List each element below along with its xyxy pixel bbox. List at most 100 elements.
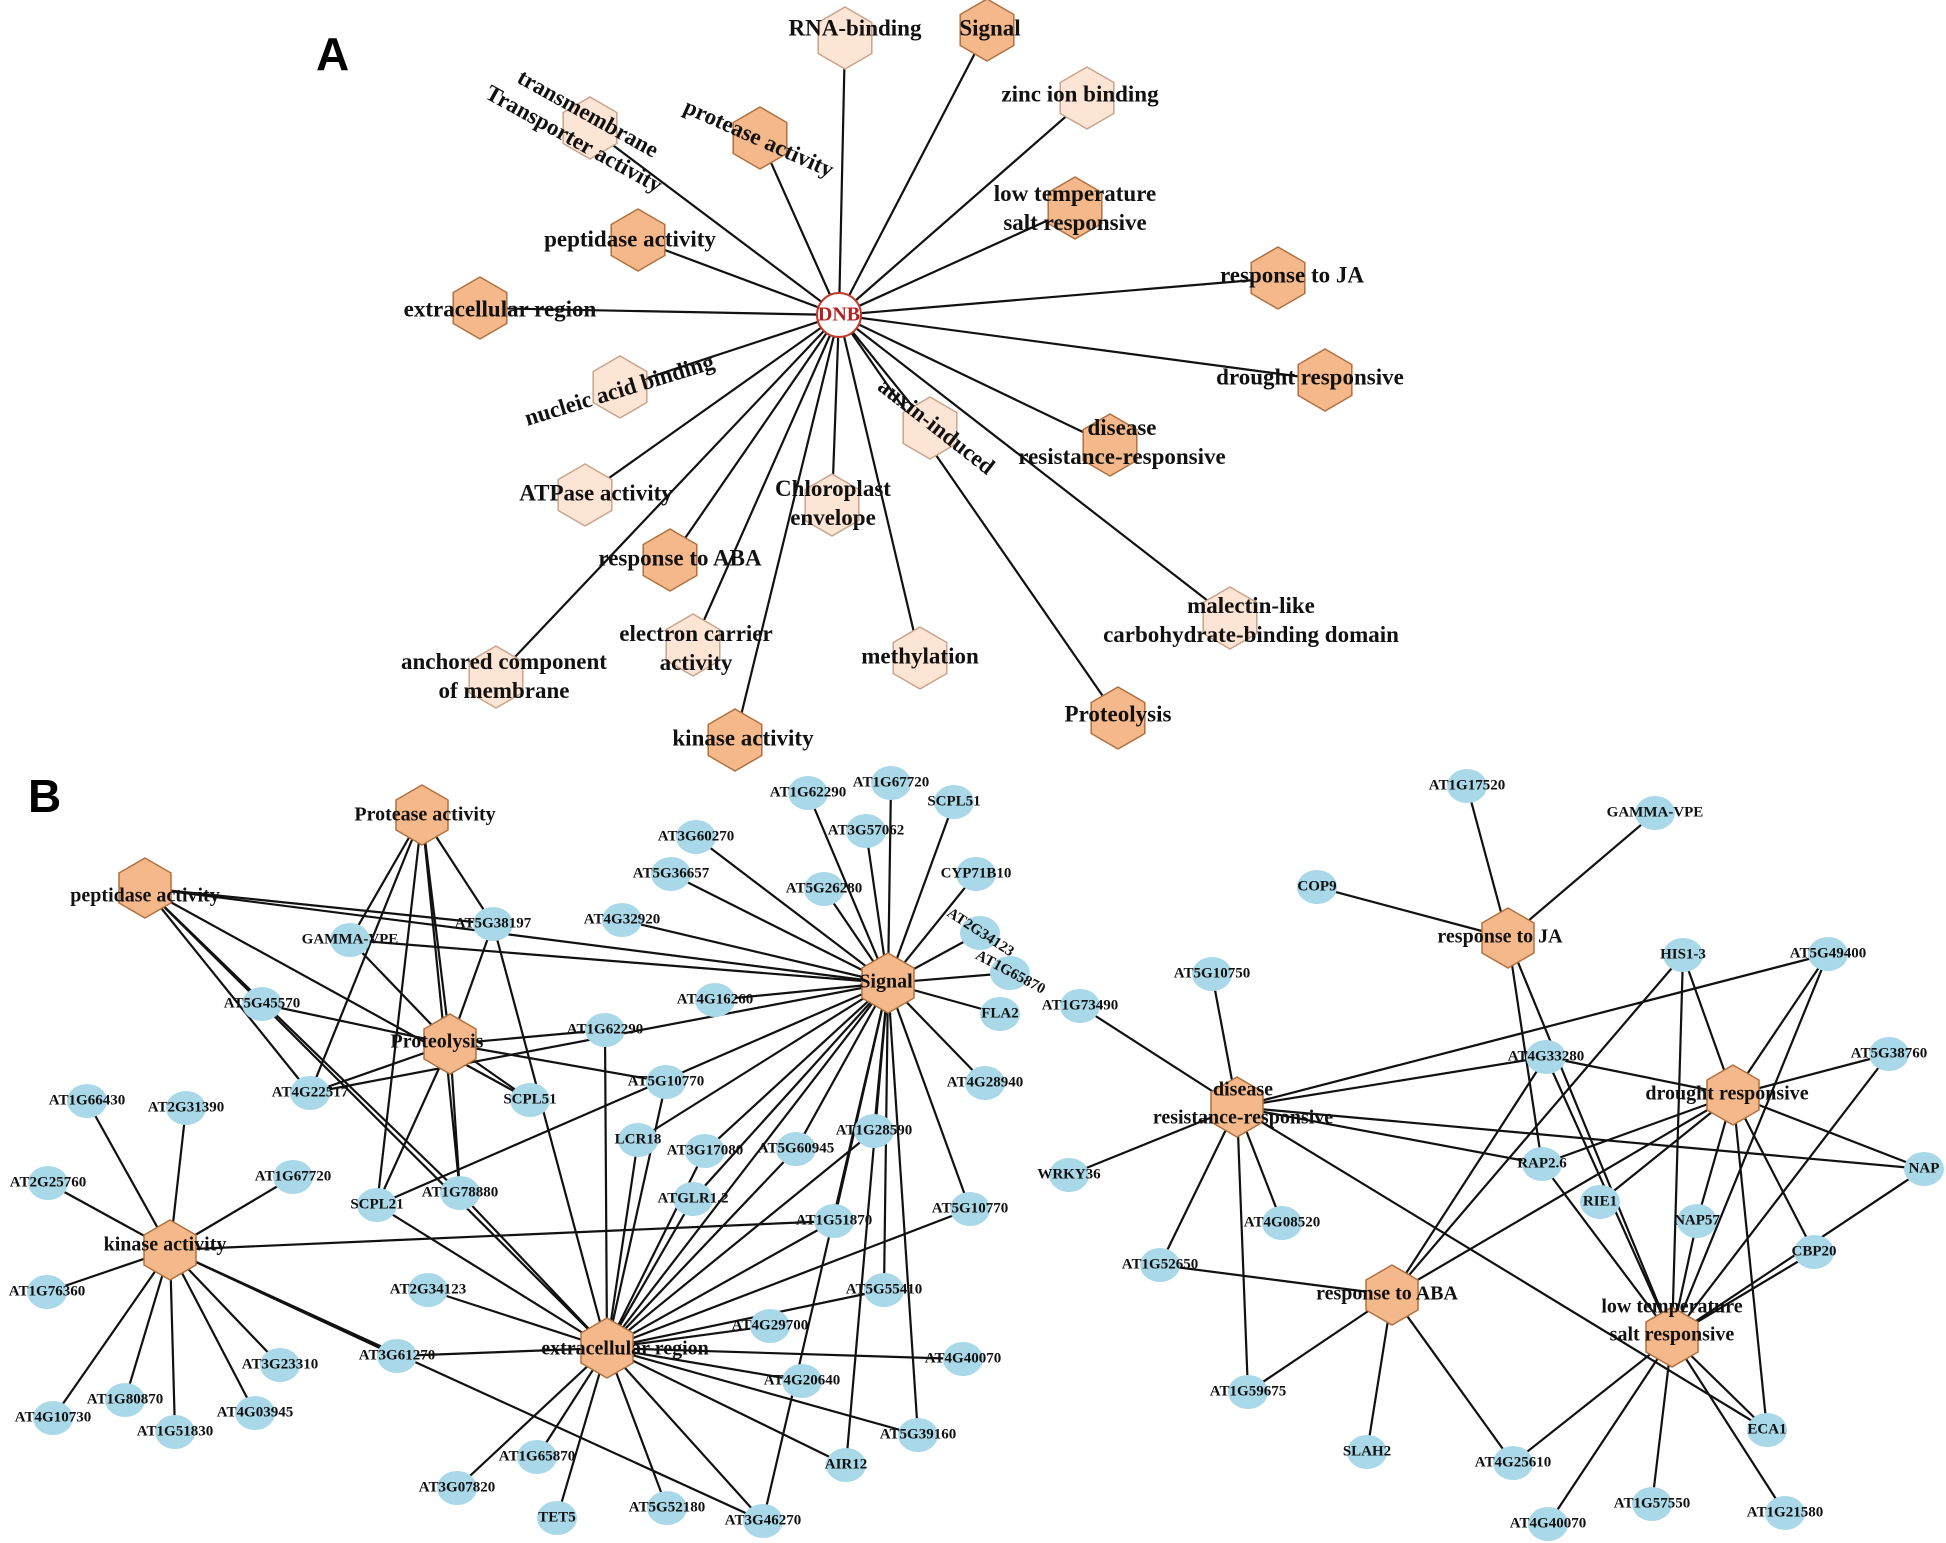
gene-node-AT3G17080 — [685, 1134, 725, 1168]
term-node-Proteolysis — [1090, 686, 1146, 750]
edge-T_kinase-g_AT3G46270 — [169, 1248, 764, 1523]
gene-node-AT4G29700 — [750, 1309, 790, 1343]
edge-T_lowtemp-g_AT4G40070b — [1547, 1336, 1673, 1525]
gene-label-AT4G40070: AT4G40070 — [1510, 1515, 1586, 1531]
gene-label-AT1G21580: AT1G21580 — [1747, 1504, 1823, 1520]
gene-label-AT4G40070: AT4G40070 — [925, 1350, 1001, 1366]
edge-T_signal-g_LCR18 — [637, 982, 889, 1141]
edge-T_ABA-g_AT1G52650 — [1159, 1263, 1393, 1297]
gene-label-AIR12: AIR12 — [825, 1456, 868, 1472]
term-label-Signal: Signal — [959, 15, 1020, 40]
edge-T_kinase-g_AT4G10730 — [52, 1249, 171, 1419]
edge-T_extra-g_AT1G62290b — [603, 1029, 609, 1349]
gene-node-NAP57 — [1677, 1204, 1717, 1238]
gene-label-AT1G67720: AT1G67720 — [255, 1168, 331, 1184]
edge-T_signal-g_AT5G36657 — [670, 873, 889, 984]
gene-label-SCPL21: SCPL21 — [350, 1196, 403, 1212]
gene-node-AT5G38197 — [473, 907, 513, 941]
gene-node-AT4G10730 — [33, 1401, 73, 1435]
gene-node-AT2G34123 — [408, 1273, 448, 1307]
gene-node-AT3G57062 — [846, 814, 886, 848]
gene-node-SLAH2 — [1347, 1435, 1387, 1469]
edge-T_peptidase-g_AT1G78880 — [144, 887, 461, 1194]
gene-node-AT5G60945 — [776, 1132, 816, 1166]
gene-node-AIR12 — [826, 1448, 866, 1482]
gene-label-AT1G17520: AT1G17520 — [1429, 777, 1505, 793]
term-node-RNA-binding — [817, 6, 873, 70]
term-label-T_signal: Signal — [859, 971, 913, 993]
edge-dnb-JA — [838, 276, 1279, 317]
gene-node-AT1G62290 — [788, 776, 828, 810]
gene-label-AT5G55410: AT5G55410 — [846, 1281, 922, 1297]
gene-node-NAP — [1904, 1152, 1944, 1186]
edge-T_extra-g_AT4G20640 — [606, 1346, 803, 1383]
gene-label-FLA2: FLA2 — [981, 1005, 1019, 1021]
term-node-anchored — [468, 645, 524, 709]
gene-node-AT1G57550 — [1632, 1487, 1672, 1521]
gene-node-RAP2.6 — [1522, 1147, 1562, 1181]
term-node-T_ABA — [1365, 1264, 1419, 1326]
edge-T_lowtemp-g_AT4G25610 — [1512, 1336, 1673, 1464]
gene-label-AT5G49400: AT5G49400 — [1790, 945, 1866, 961]
term-node-T_proteolysis — [423, 1013, 477, 1075]
edge-T_JA-g_COP9 — [1316, 885, 1509, 940]
gene-label-ECA1: ECA1 — [1747, 1421, 1786, 1437]
edge-T_protease-g_AT4G22517 — [308, 814, 424, 1094]
edge-T_disease-g_AT1G52650 — [1159, 1106, 1238, 1266]
edge-T_protease-g_AT1G78880 — [420, 814, 462, 1194]
panel-label-b: B — [28, 770, 61, 822]
gene-label-GAMMA-VPE: GAMMA-VPE — [1607, 804, 1704, 820]
edge-dnb-transmembrane — [589, 127, 840, 316]
edge-T_signal-g_AT1G62290a — [806, 792, 890, 984]
edge-T_disease-g_AT1G59675 — [1235, 1106, 1250, 1393]
term-node-zinc — [1059, 66, 1115, 130]
gene-node-AT5G39160 — [898, 1418, 938, 1452]
gene-node-CYP71B10 — [956, 857, 996, 891]
gene-node-AT1G65870 — [990, 956, 1030, 990]
term-node-electron — [665, 613, 721, 677]
term-node-auxin — [902, 396, 958, 460]
gene-node-AT5G45570 — [242, 987, 282, 1021]
gene-label-AT3G57062: AT3G57062 — [828, 822, 904, 838]
gene-node-AT1G76360 — [27, 1275, 67, 1309]
term-label-T_ABA: response to ABA — [1316, 1283, 1458, 1305]
edge-T_extra-g_AT5G10770a — [605, 1081, 668, 1349]
edge-dnb-protease — [758, 137, 841, 316]
edge-T_drought-g_CBP20 — [1732, 1094, 1815, 1253]
gene-node-LCR18 — [618, 1123, 658, 1157]
gene-node-AT5G10750 — [1192, 957, 1232, 991]
edge-T_signal-g_SCPL51a — [886, 801, 956, 984]
panel-b-nodes — [27, 766, 1944, 1541]
edge-T_drought-g_AT4G33280 — [1545, 1055, 1734, 1097]
term-node-T_lowtemp — [1645, 1306, 1699, 1368]
edge-T_kinase-g_AT1G66430 — [86, 1100, 171, 1251]
gene-node-AT5G10770 — [646, 1065, 686, 1099]
term-node-lowtemp — [1047, 176, 1103, 240]
edge-T_extra-g_SCPL21 — [376, 1204, 608, 1349]
edge-T_signal-g_AT5G60945 — [795, 982, 889, 1150]
term-label-RNA-binding: RNA-binding — [789, 15, 922, 40]
edge-T_extra-g_AT5G10770b — [606, 1207, 971, 1350]
gene-node-ECA1 — [1747, 1413, 1787, 1447]
gene-label-AT3G17080: AT3G17080 — [667, 1142, 743, 1158]
gene-node-AT1G51830 — [155, 1415, 195, 1449]
edge-T_extra-g_AT5G55410 — [606, 1288, 885, 1350]
gene-label-AT5G10770: AT5G10770 — [628, 1073, 704, 1089]
edge-T_signal-g_GAMMA-VPEb — [349, 938, 889, 985]
edge-T_extra-g_AT5G60945 — [606, 1148, 797, 1349]
gene-label-COP9: COP9 — [1297, 878, 1336, 894]
gene-node-AT4G20640 — [782, 1364, 822, 1398]
gene-node-AT2G31390 — [166, 1091, 206, 1125]
gene-label-AT2G25760: AT2G25760 — [10, 1174, 86, 1190]
gene-label-AT5G10750: AT5G10750 — [1174, 965, 1250, 981]
gene-label-NAP: NAP — [1909, 1160, 1940, 1176]
edge-dnb-nucleic — [619, 313, 840, 389]
gene-label-HIS1-3: HIS1-3 — [1660, 946, 1706, 962]
edge-T_lowtemp-g_AT1G21580 — [1671, 1336, 1786, 1514]
gene-node-AT5G36657 — [651, 857, 691, 891]
gene-node-GAMMA-VPE — [330, 923, 370, 957]
edge-T_extra-g_AT5G39160 — [606, 1346, 919, 1437]
